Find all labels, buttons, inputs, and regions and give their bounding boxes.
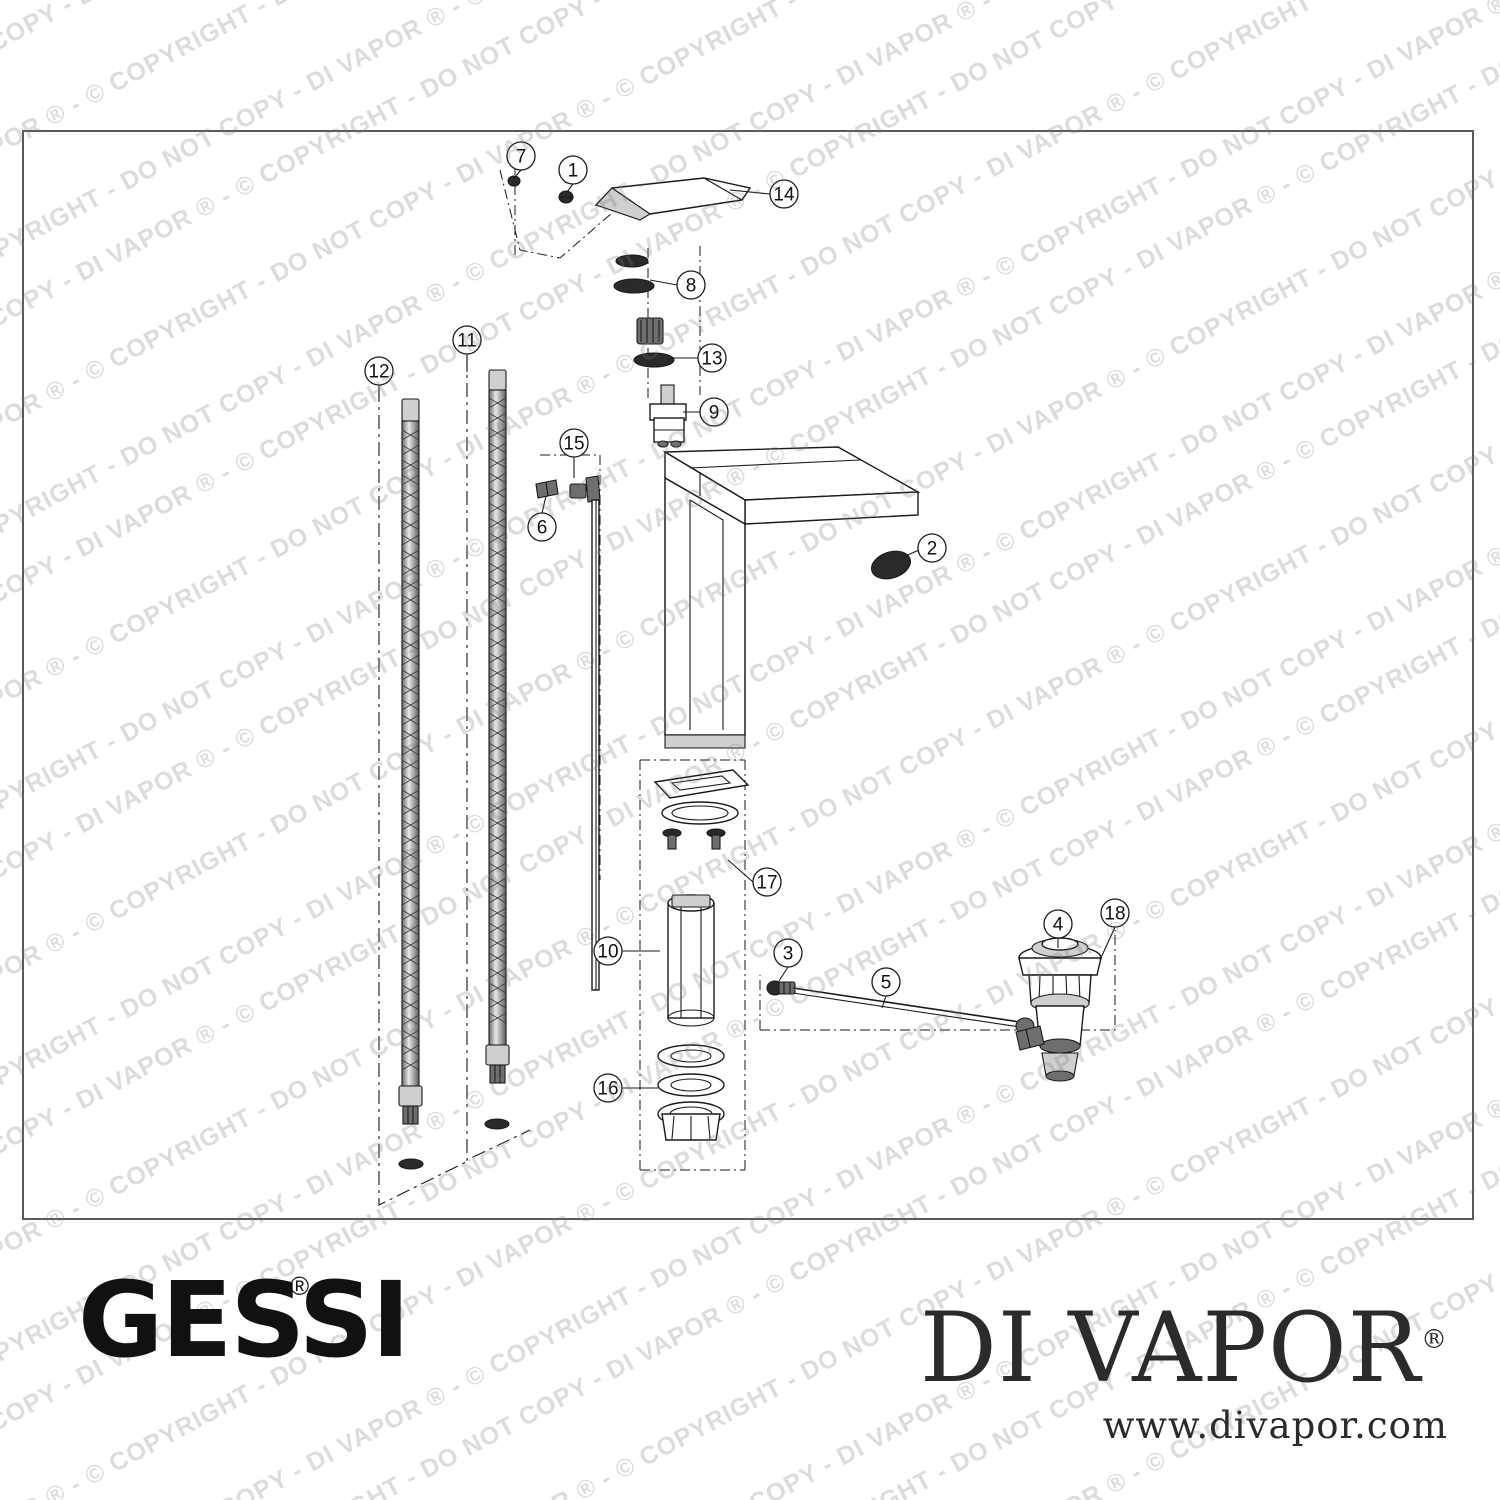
part-10-mounting-cylinder — [667, 894, 715, 1027]
divapor-registered-mark: ® — [1421, 1325, 1448, 1355]
callout-5: 5 — [871, 967, 901, 997]
part-8-seal-rings — [613, 254, 655, 294]
callout-number: 16 — [597, 1079, 618, 1100]
callout-number: 12 — [368, 362, 389, 383]
part-16-washer-set — [657, 1044, 725, 1141]
gessi-registered-mark: ® — [290, 1271, 310, 1301]
callout-6: 6 — [527, 512, 557, 542]
callout-leader-lines — [378, 169, 1116, 1089]
callout-circle — [364, 356, 394, 386]
callout-circle — [773, 938, 803, 968]
callout-circle — [506, 141, 536, 171]
callout-3: 3 — [773, 938, 803, 968]
callout-16: 16 — [593, 1073, 623, 1103]
callout-number: 8 — [686, 276, 697, 297]
callout-17: 17 — [752, 867, 782, 897]
callout-circle — [593, 936, 623, 966]
callout-circle — [1043, 909, 1073, 939]
callout-number: 15 — [563, 434, 584, 455]
part-12-flexible-hose — [398, 398, 424, 1170]
divapor-wordmark: DI VAPOR® — [920, 1300, 1448, 1396]
callout-number: 4 — [1053, 915, 1064, 936]
callout-number: 18 — [1104, 904, 1125, 925]
callout-circle — [527, 512, 557, 542]
callout-9: 9 — [699, 397, 729, 427]
callout-number: 2 — [927, 539, 938, 560]
divapor-website-url: www.divapor.com — [1102, 1404, 1448, 1447]
callout-12: 12 — [364, 356, 394, 386]
part-5-pull-rod — [792, 987, 1035, 1035]
callout-11: 11 — [452, 325, 482, 355]
callout-number: 14 — [773, 185, 795, 206]
callout-14: 14 — [769, 179, 799, 209]
callout-circle — [697, 343, 727, 373]
callout-18: 18 — [1100, 898, 1130, 928]
part-4-18-pop-up-waste — [1015, 937, 1102, 1082]
callout-number: 1 — [568, 161, 579, 182]
part-9-cartridge — [649, 384, 687, 448]
callout-circle — [752, 867, 782, 897]
callout-number: 9 — [709, 403, 720, 424]
callout-number: 6 — [537, 518, 548, 539]
part-1-screw — [558, 190, 574, 204]
callout-4: 4 — [1043, 909, 1073, 939]
callout-circle — [769, 179, 799, 209]
callout-number: 13 — [701, 349, 722, 370]
callout-circle — [558, 155, 588, 185]
part-15-lift-rod — [569, 475, 601, 991]
part-2-aerator — [871, 550, 911, 580]
callout-number: 10 — [597, 942, 618, 963]
callout-number: 3 — [783, 944, 794, 965]
callout-number: 11 — [457, 331, 477, 352]
callout-circle — [699, 397, 729, 427]
callout-13: 13 — [697, 343, 727, 373]
part-11-flexible-hose — [484, 369, 510, 1130]
callout-number: 5 — [881, 973, 892, 994]
callout-8: 8 — [676, 270, 706, 300]
callout-number: 17 — [756, 873, 777, 894]
callout-circle — [676, 270, 706, 300]
part-6-rod-clip — [535, 479, 559, 499]
part-13-bushing — [633, 317, 675, 368]
part-14-lever-handle — [594, 177, 752, 221]
callout-circle — [917, 533, 947, 563]
gessi-logo: GESSI — [78, 1259, 410, 1381]
gessi-wordmark: GESSI — [78, 1259, 410, 1381]
callout-7: 7 — [506, 141, 536, 171]
callout-number: 7 — [516, 147, 527, 168]
diagram-frame — [22, 130, 1474, 1220]
part-17-base-plate-set — [653, 769, 750, 850]
callout-10: 10 — [593, 936, 623, 966]
part-tap-body — [662, 446, 921, 749]
callout-2: 2 — [917, 533, 947, 563]
callout-circle — [1100, 898, 1130, 928]
callout-15: 15 — [559, 428, 589, 458]
callout-circle — [452, 325, 482, 355]
callout-1: 1 — [558, 155, 588, 185]
divapor-wordmark-text: DI VAPOR — [919, 1292, 1421, 1404]
part-7-grub-screw — [507, 175, 521, 187]
divapor-logo: DI VAPOR® www.divapor.com — [920, 1300, 1448, 1447]
callout-circle — [559, 428, 589, 458]
callout-circle — [593, 1073, 623, 1103]
callout-circle — [871, 967, 901, 997]
part-3-pivot-nut — [766, 980, 796, 996]
